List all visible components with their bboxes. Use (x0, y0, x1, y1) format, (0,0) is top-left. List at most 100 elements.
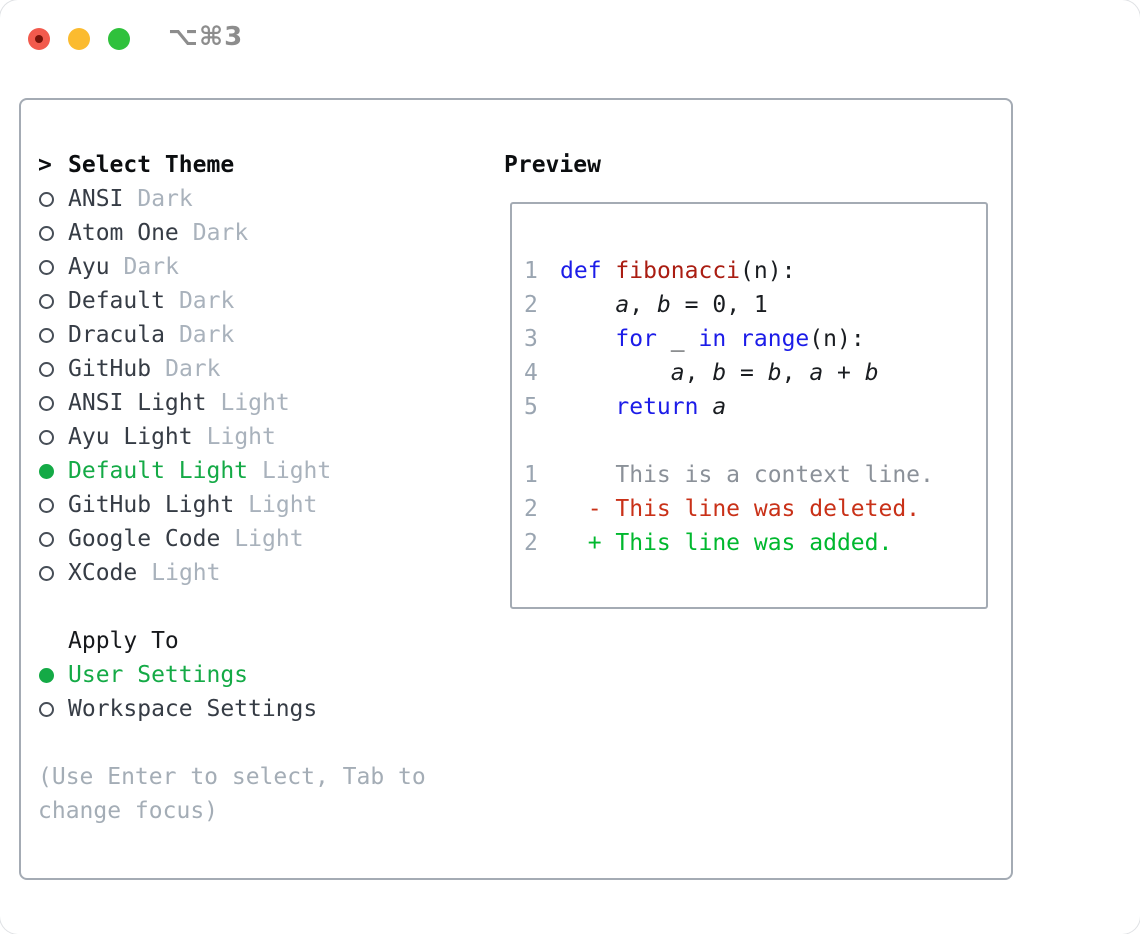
select-theme-title: Select Theme (68, 152, 235, 178)
radio-cell (38, 658, 68, 692)
theme-name: Default Light (68, 458, 249, 484)
code-token: a (615, 292, 630, 318)
radio-cell (38, 522, 68, 556)
maximize-button[interactable] (108, 28, 130, 50)
code-token: , (781, 360, 810, 386)
selection-caret-icon: > (38, 152, 52, 178)
minimize-button[interactable] (68, 28, 90, 50)
diff-block: 1 This is a context line. 2 - This line w… (524, 458, 986, 560)
radio-icon (39, 226, 54, 241)
theme-name: ANSI (68, 186, 124, 212)
theme-name: Atom One (68, 220, 179, 246)
code-token: a (670, 360, 685, 386)
code-line: 4 a, b = b, a + b (524, 356, 986, 390)
radio-cell (38, 318, 68, 352)
apply-to-title: Apply To (68, 628, 179, 654)
theme-variant: Light (248, 492, 318, 518)
code-token: def (560, 258, 602, 284)
code-token: a (712, 394, 727, 420)
theme-option-ayu-light[interactable]: Ayu Light Light (38, 420, 488, 454)
line-number: 2 (524, 496, 538, 522)
radio-selected-icon (39, 668, 54, 683)
radio-cell (38, 182, 68, 216)
code-token: + (823, 360, 865, 386)
theme-option-ansi[interactable]: ANSI Dark (38, 182, 488, 216)
code-token: b (767, 360, 782, 386)
radio-icon (39, 362, 54, 377)
diff-text: + This line was added. (560, 530, 893, 556)
theme-option-google-code[interactable]: Google Code Light (38, 522, 488, 556)
code-token (560, 360, 671, 386)
blank-line (524, 424, 986, 458)
code-token: a (809, 360, 824, 386)
line-number: 1 (524, 462, 538, 488)
spacer (38, 726, 488, 760)
line-number: 5 (524, 394, 538, 420)
code-token: _ (656, 326, 699, 352)
radio-selected-icon (39, 464, 54, 479)
code-token (560, 292, 615, 318)
radio-icon (39, 328, 54, 343)
close-button[interactable] (28, 28, 50, 50)
radio-cell (38, 284, 68, 318)
theme-name: Google Code (68, 526, 221, 552)
radio-cell (38, 454, 68, 488)
theme-name: ANSI Light (68, 390, 207, 416)
theme-variant: Light (220, 390, 290, 416)
theme-variant: Dark (137, 186, 193, 212)
line-number: 2 (524, 530, 538, 556)
code-token (726, 326, 740, 352)
theme-variant: Light (234, 526, 304, 552)
radio-icon (39, 260, 54, 275)
code-line: 5 return a (524, 390, 986, 424)
code-token: (n): (809, 326, 865, 352)
theme-name: Ayu Light (68, 424, 193, 450)
apply-option-user-settings[interactable]: User Settings (38, 658, 488, 692)
radio-cell (38, 352, 68, 386)
apply-option-workspace-settings[interactable]: Workspace Settings (38, 692, 488, 726)
spacer (38, 590, 488, 624)
code-token: , (629, 292, 657, 318)
diff-line-added: 2 + This line was added. (524, 526, 986, 560)
radio-cell (38, 556, 68, 590)
diff-line-context: 1 This is a context line. (524, 458, 986, 492)
select-theme-header: > Select Theme (38, 148, 488, 182)
line-number: 4 (524, 360, 538, 386)
code-token: = (726, 360, 768, 386)
radio-icon (39, 498, 54, 513)
apply-to-header: Apply To (38, 624, 488, 658)
close-dot-icon (35, 35, 43, 43)
code-token (698, 394, 712, 420)
code-token: range (740, 326, 810, 352)
theme-variant: Dark (178, 288, 235, 314)
diff-text: - This line was deleted. (560, 496, 921, 522)
window-shortcut-label: ⌥⌘3 (168, 22, 244, 52)
radio-cell (38, 488, 68, 522)
diff-text: This is a context line. (560, 462, 934, 488)
theme-variant: Dark (123, 254, 179, 280)
theme-option-ansi-light[interactable]: ANSI Light Light (38, 386, 488, 420)
radio-icon (39, 294, 54, 309)
preview-title: Preview (504, 152, 601, 178)
line-number: 3 (524, 326, 538, 352)
code-token: (n): (740, 258, 796, 284)
radio-cell (38, 216, 68, 250)
code-token: b (864, 360, 879, 386)
theme-variant: Light (206, 424, 276, 450)
apply-option-label: User Settings (68, 662, 249, 688)
